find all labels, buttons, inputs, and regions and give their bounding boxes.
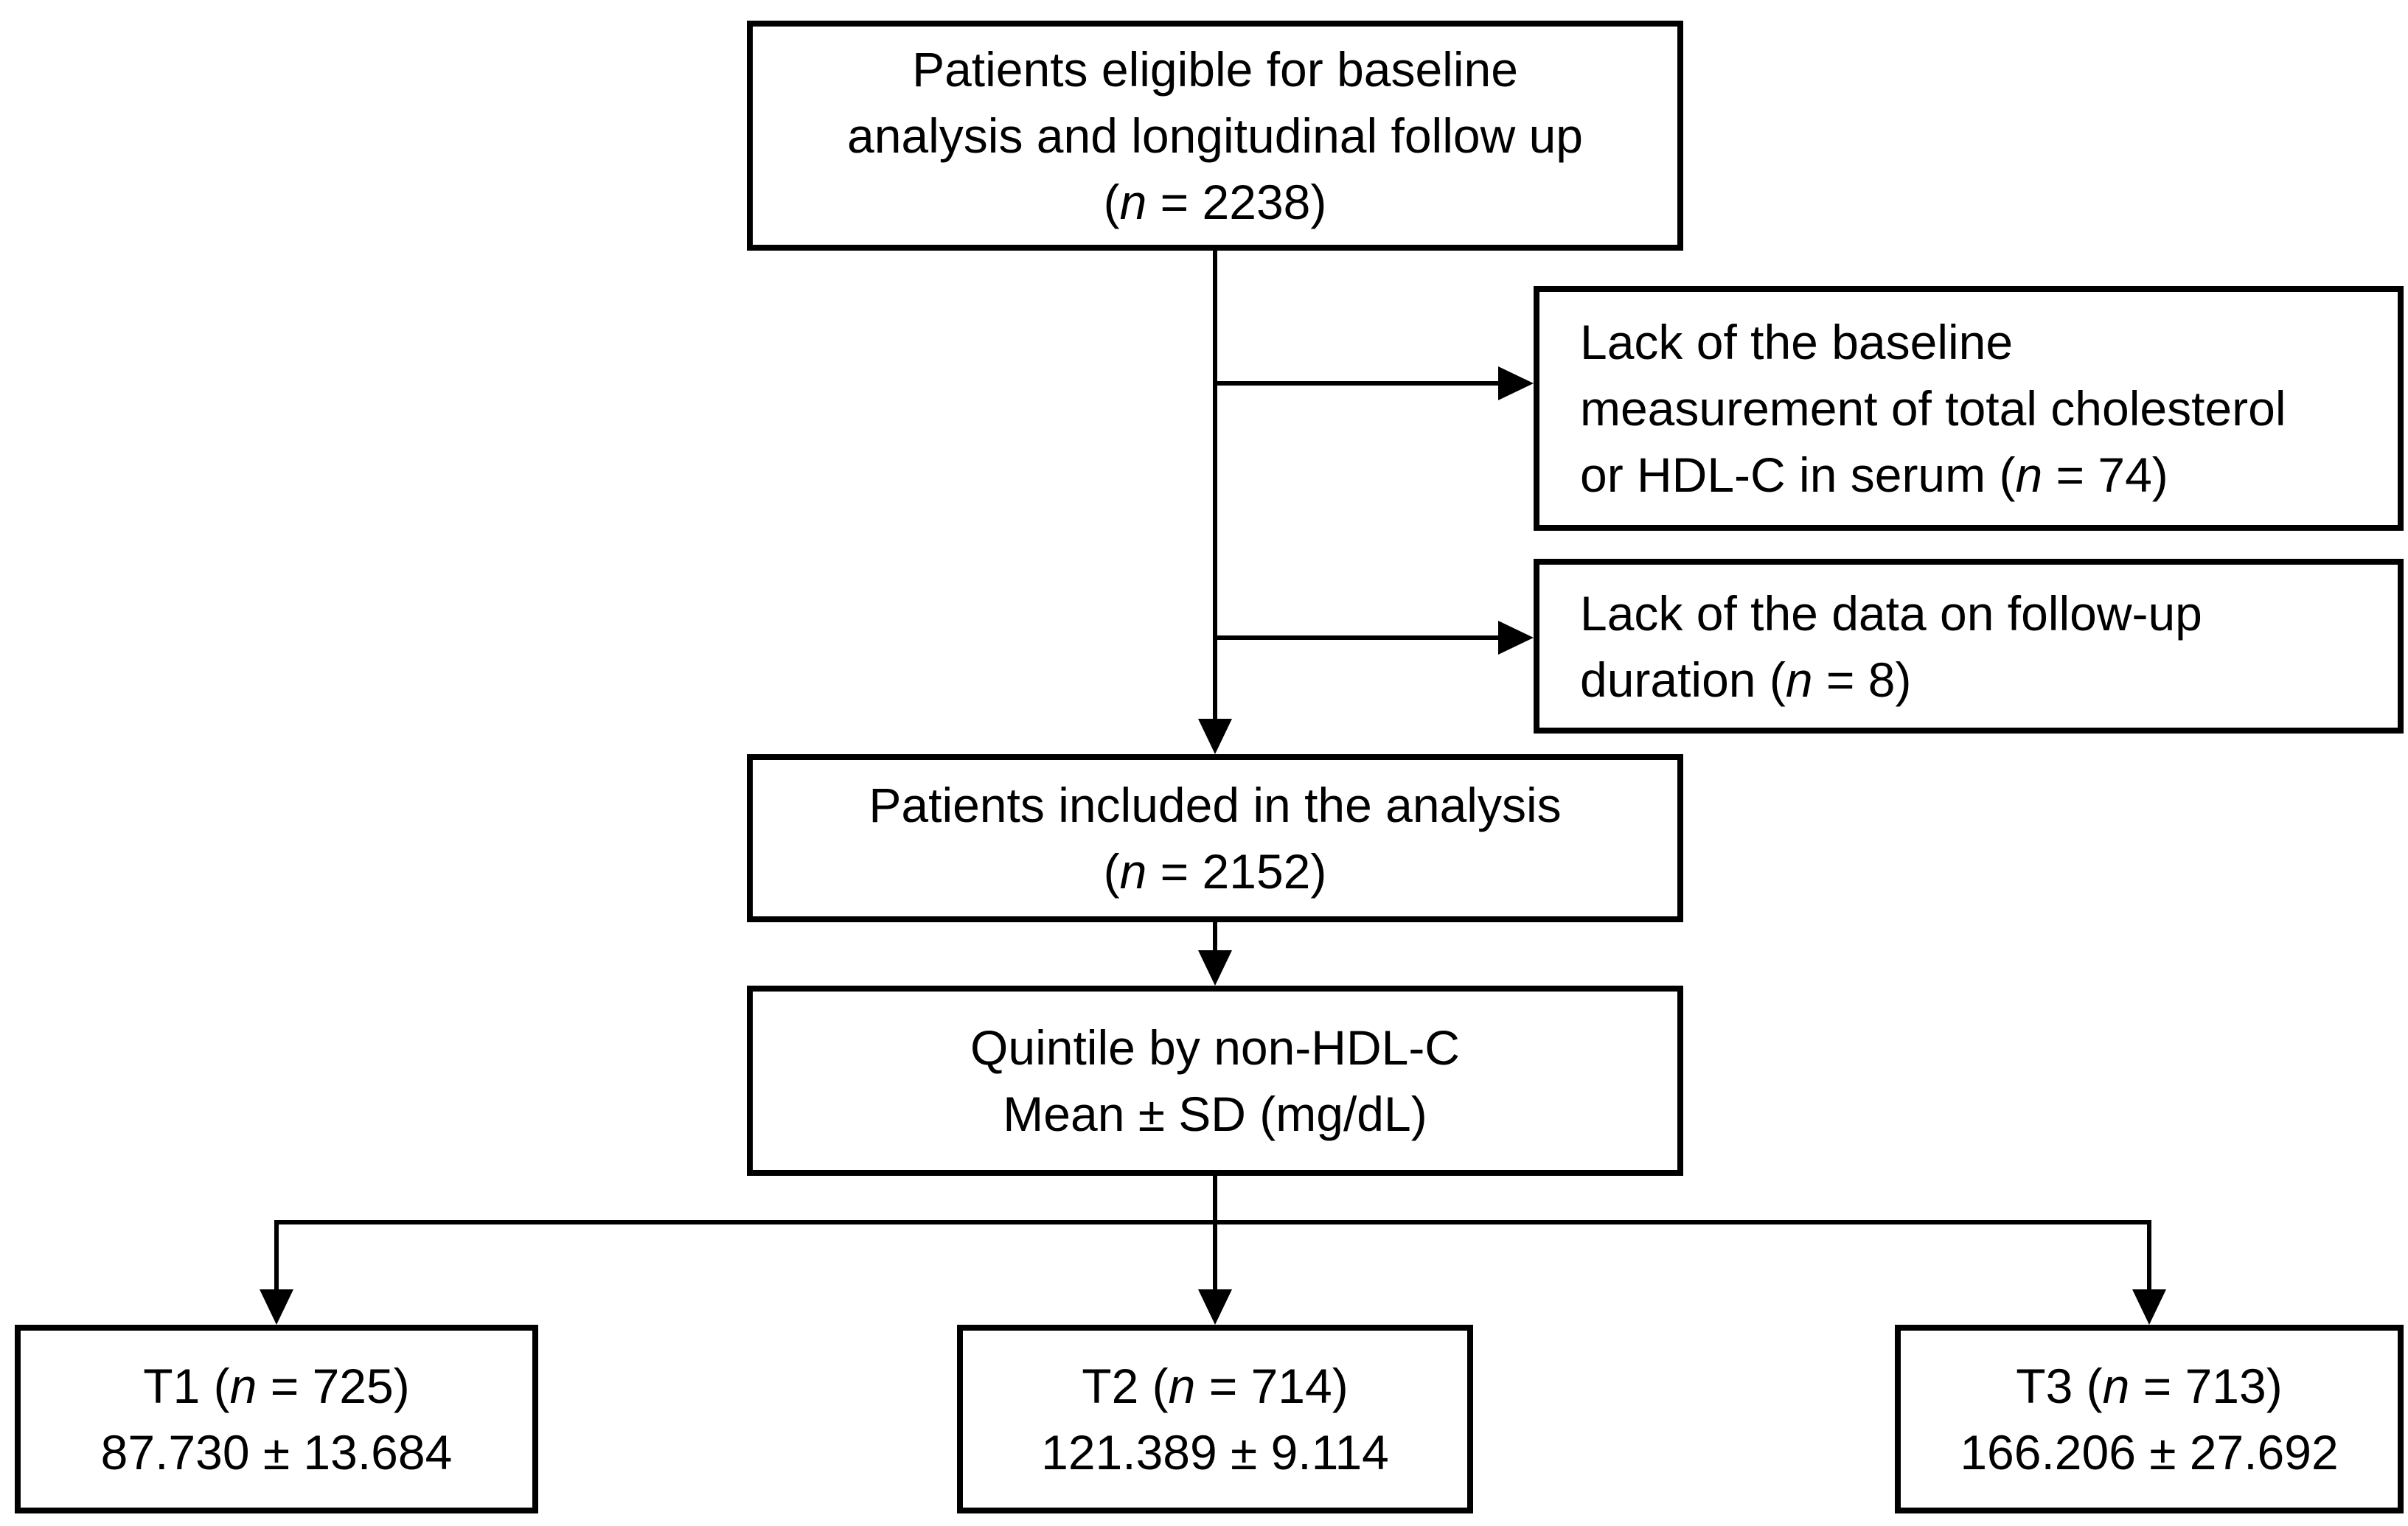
node-quintile-line1: Quintile by non-HDL-C: [970, 1020, 1460, 1075]
node-included-n-symbol: n: [1119, 844, 1147, 899]
node-t2-value: 121.389 ± 9.114: [1041, 1425, 1389, 1480]
node-exclusion-2-line1: Lack of the data on follow-up: [1580, 585, 2202, 641]
connector-included-to-quintile-line: [1213, 922, 1217, 952]
node-eligible: Patients eligible for baseline analysis …: [747, 21, 1683, 251]
node-eligible-count-open: (: [1103, 175, 1120, 229]
arrowhead-down-quintile: [1198, 950, 1232, 986]
node-quintile: Quintile by non-HDL-C Mean ± SD (mg/dL): [747, 986, 1683, 1176]
node-t2-title-post: = 714): [1195, 1359, 1349, 1413]
connector-branch-exclusion2-line: [1213, 635, 1498, 640]
node-included-count-open: (: [1103, 844, 1120, 899]
node-exclusion-1-line3-pre: or HDL-C in serum (: [1580, 447, 2016, 502]
node-exclusion-1-line2: measurement of total cholesterol: [1580, 381, 2286, 436]
node-exclusion-2-line2-pre: duration (: [1580, 652, 1786, 707]
connector-quintile-to-split-line: [1213, 1176, 1217, 1290]
node-t2-n-symbol: n: [1168, 1359, 1196, 1413]
connector-branch-exclusion1-line: [1213, 381, 1498, 386]
node-exclusion-1-line3-post: = 74): [2042, 447, 2168, 502]
node-included-count: (n = 2152): [753, 838, 1677, 905]
arrowhead-right-exclusion2: [1498, 621, 1534, 655]
node-t1-value: 87.730 ± 13.684: [100, 1425, 453, 1480]
node-t3-n-symbol: n: [2102, 1359, 2130, 1413]
connector-drop-t1-line: [274, 1220, 279, 1290]
node-exclusion-2: Lack of the data on follow-up duration (…: [1534, 559, 2404, 734]
node-t1-title-post: = 725): [257, 1359, 410, 1413]
node-included: Patients included in the analysis (n = 2…: [747, 754, 1683, 922]
node-exclusion-1-line3: or HDL-C in serum (n = 74): [1580, 442, 2383, 508]
node-eligible-line2: analysis and longitudinal follow up: [847, 108, 1583, 163]
node-t3-value: 166.206 ± 27.692: [1960, 1425, 2339, 1480]
node-eligible-n-symbol: n: [1119, 175, 1147, 229]
node-t1-title: T1 (n = 725): [21, 1353, 532, 1419]
node-included-count-rest: = 2152): [1146, 844, 1327, 899]
node-t1-title-pre: T1 (: [143, 1359, 230, 1413]
node-quintile-line2: Mean ± SD (mg/dL): [1003, 1087, 1427, 1141]
node-exclusion-2-line2-post: = 8): [1812, 652, 1912, 707]
node-exclusion-1-n-symbol: n: [2015, 447, 2043, 502]
arrowhead-down-t3: [2132, 1289, 2166, 1325]
node-t3-title-pre: T3 (: [2016, 1359, 2103, 1413]
arrowhead-down-t2: [1198, 1289, 1232, 1325]
node-exclusion-1-line1: Lack of the baseline: [1580, 315, 2014, 369]
node-t3-title: T3 (n = 713): [1901, 1353, 2398, 1419]
connector-eligible-to-included-line: [1213, 248, 1217, 723]
node-t2-title: T2 (n = 714): [963, 1353, 1467, 1419]
node-exclusion-2-n-symbol: n: [1785, 652, 1813, 707]
arrowhead-down-t1: [260, 1289, 293, 1325]
node-eligible-line1: Patients eligible for baseline: [912, 42, 1518, 97]
node-t1: T1 (n = 725) 87.730 ± 13.684: [15, 1325, 538, 1513]
distribution-line: [274, 1220, 2151, 1224]
node-exclusion-2-line2: duration (n = 8): [1580, 647, 2383, 713]
node-t3-title-post: = 713): [2129, 1359, 2283, 1413]
node-exclusion-1: Lack of the baseline measurement of tota…: [1534, 286, 2404, 531]
node-t3: T3 (n = 713) 166.206 ± 27.692: [1895, 1325, 2404, 1513]
node-t1-n-symbol: n: [229, 1359, 257, 1413]
node-eligible-count: (n = 2238): [753, 169, 1677, 235]
node-t2-title-pre: T2 (: [1082, 1359, 1169, 1413]
node-included-line1: Patients included in the analysis: [869, 778, 1562, 832]
node-t2: T2 (n = 714) 121.389 ± 9.114: [957, 1325, 1473, 1513]
connector-drop-t3-line: [2147, 1220, 2151, 1290]
arrowhead-down-included: [1198, 719, 1232, 754]
arrowhead-right-exclusion1: [1498, 366, 1534, 400]
node-eligible-count-rest: = 2238): [1146, 175, 1327, 229]
